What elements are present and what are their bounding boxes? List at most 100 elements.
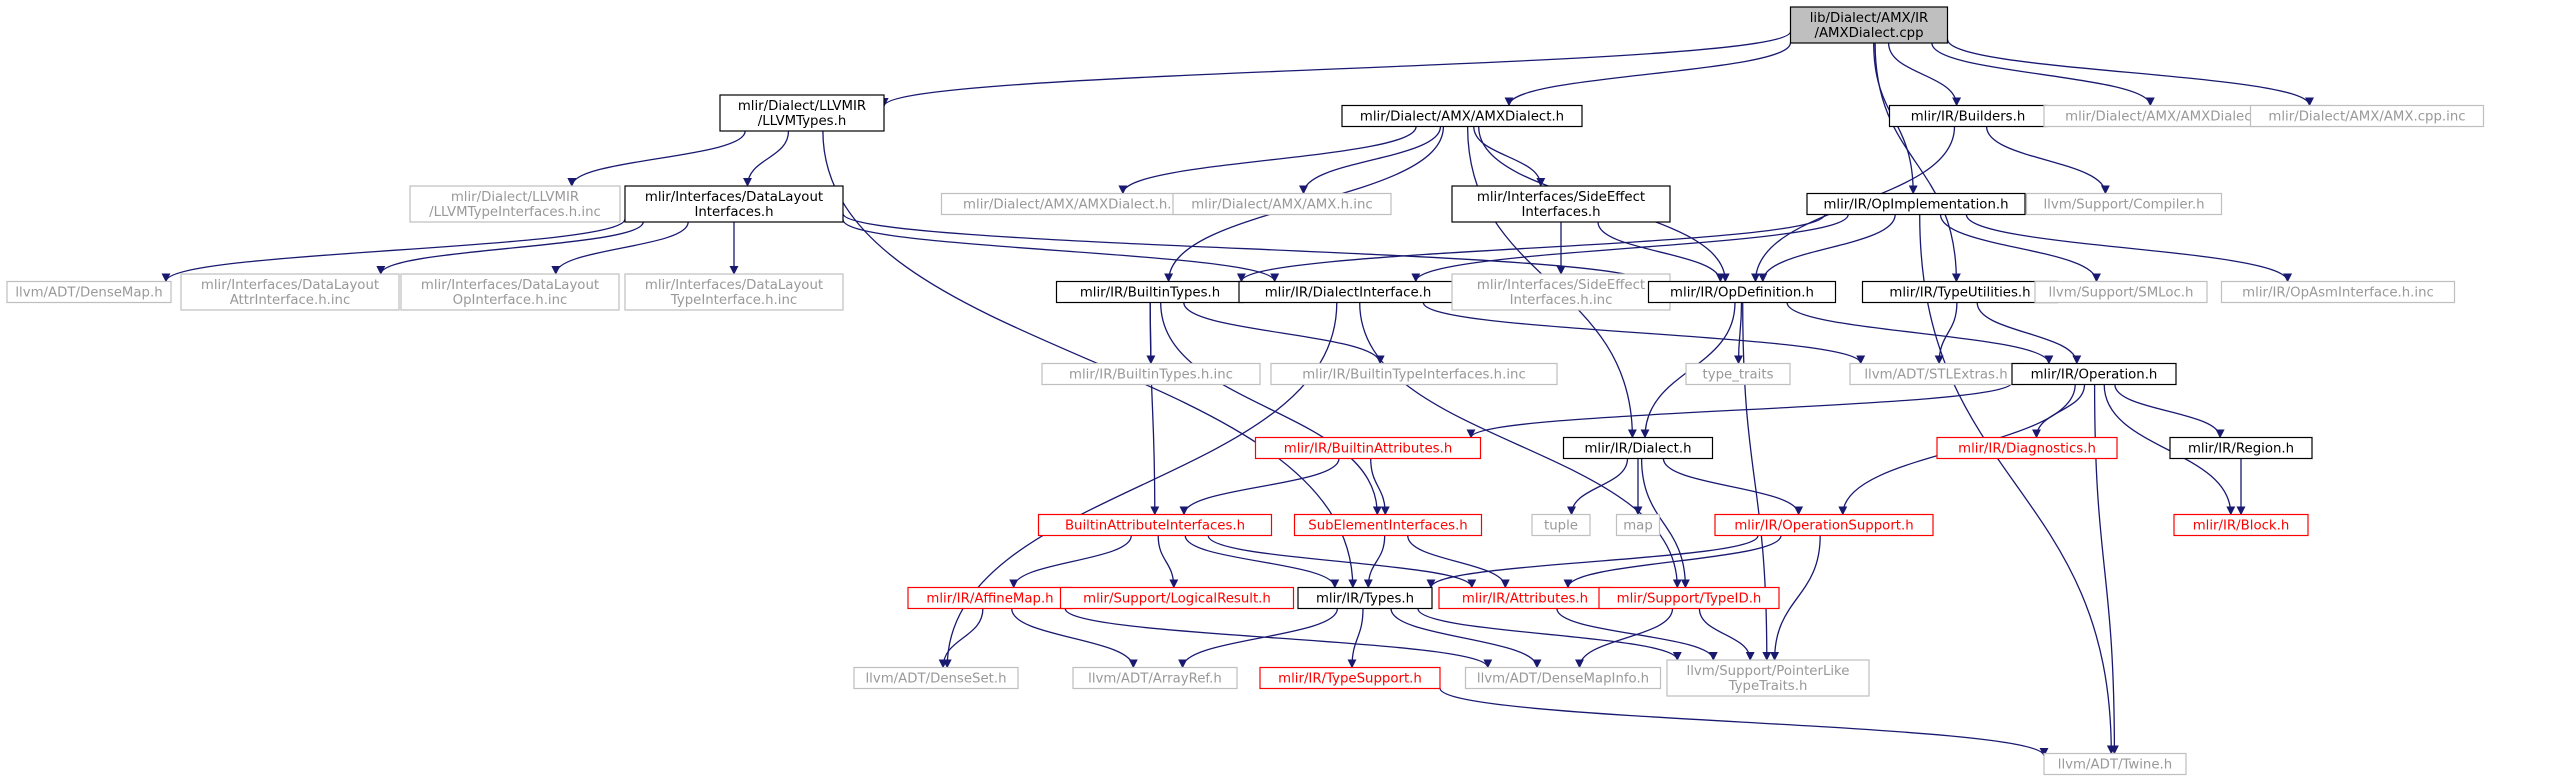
- node-dl_type_inc[interactable]: mlir/Interfaces/DataLayoutTypeInterface.…: [624, 273, 844, 311]
- node-box: [853, 666, 1019, 690]
- edge-attributes-to-pointerlike: [1556, 608, 1718, 661]
- node-typeid[interactable]: mlir/Support/TypeID.h: [1598, 586, 1780, 610]
- node-twine[interactable]: llvm/ADT/Twine.h: [2043, 752, 2187, 776]
- node-label: TypeInterface.h.inc: [670, 293, 797, 308]
- node-diagnostics[interactable]: mlir/IR/Diagnostics.h: [1936, 436, 2118, 460]
- node-subelement[interactable]: SubElementInterfaces.h: [1293, 513, 1483, 537]
- node-dl_op_inc[interactable]: mlir/Interfaces/DataLayoutOpInterface.h.…: [400, 273, 620, 311]
- node-opdefinition[interactable]: mlir/IR/OpDefinition.h: [1647, 280, 1837, 304]
- node-label: mlir/IR/Builders.h: [1911, 110, 2026, 125]
- edge-builtinattrinterfaces-to-logicalresult: [1157, 535, 1179, 589]
- edges-layer: [161, 30, 2314, 757]
- node-opasm_inc[interactable]: mlir/IR/OpAsmInterface.h.inc: [2220, 280, 2456, 304]
- node-box: [2025, 192, 2223, 216]
- node-label: llvm/ADT/Twine.h: [2058, 758, 2172, 773]
- node-box: [1685, 362, 1791, 386]
- node-amx_h_inc[interactable]: mlir/Dialect/AMX/AMX.h.inc: [1172, 192, 1392, 216]
- node-builtinattributes[interactable]: mlir/IR/BuiltinAttributes.h: [1254, 436, 1482, 460]
- node-amxdialect_h[interactable]: mlir/Dialect/AMX/AMXDialect.h: [1341, 104, 1583, 128]
- node-denseset[interactable]: llvm/ADT/DenseSet.h: [853, 666, 1019, 690]
- node-label: llvm/Support/PointerLike: [1687, 664, 1850, 679]
- node-typesupport[interactable]: mlir/IR/TypeSupport.h: [1259, 666, 1441, 690]
- node-llvmtypeinterfaces[interactable]: mlir/Dialect/LLVMIR/LLVMTypeInterfaces.h…: [409, 185, 621, 223]
- node-box: [1259, 666, 1441, 690]
- node-label: BuiltinAttributeInterfaces.h: [1065, 519, 1245, 534]
- node-box: [1037, 513, 1273, 537]
- edge-builtinattrinterfaces-to-affinemap: [1009, 535, 1132, 589]
- node-dl_attr_inc[interactable]: mlir/Interfaces/DataLayoutAttrInterface.…: [180, 273, 400, 311]
- node-box: [1647, 280, 1837, 304]
- node-dialect[interactable]: mlir/IR/Dialect.h: [1562, 436, 1714, 460]
- edge-operation-to-block: [2103, 384, 2236, 516]
- node-root[interactable]: lib/Dialect/AMX/IR/AMXDialect.cpp: [1789, 6, 1949, 44]
- node-amxdialect_h_inc[interactable]: mlir/Dialect/AMX/AMXDialect.h.inc: [940, 192, 1214, 216]
- edge-amxdialect_h-to-sideeffect: [1473, 126, 1546, 187]
- node-label: Interfaces.h.inc: [1510, 293, 1613, 308]
- node-dialectinterface[interactable]: mlir/IR/DialectInterface.h: [1238, 280, 1458, 304]
- node-label: mlir/IR/BuiltinAttributes.h: [1284, 442, 1453, 457]
- node-label: mlir/Dialect/AMX/AMXDialect.cpp.inc: [2065, 110, 2309, 125]
- node-builtintypeinterfaces_inc[interactable]: mlir/IR/BuiltinTypeInterfaces.h.inc: [1270, 362, 1558, 386]
- edge-opimpl-to-opasm_inc: [1965, 214, 2293, 283]
- node-tuple[interactable]: tuple: [1531, 513, 1591, 537]
- edge-operation-to-diagnostics: [2031, 384, 2086, 439]
- node-label: mlir/IR/Types.h: [1316, 592, 1414, 607]
- node-box: [624, 273, 844, 311]
- node-label: mlir/Interfaces/DataLayout: [645, 190, 823, 205]
- node-box: [1598, 586, 1780, 610]
- edge-root-to-llvmtypes: [879, 30, 1792, 108]
- node-box: [1059, 586, 1295, 610]
- node-compiler[interactable]: llvm/Support/Compiler.h: [2025, 192, 2223, 216]
- edge-typeid-to-densemapinfo: [1574, 608, 1674, 669]
- node-label: mlir/IR/Diagnostics.h: [1958, 442, 2096, 457]
- node-opsupport[interactable]: mlir/IR/OperationSupport.h: [1714, 513, 1934, 537]
- node-label: llvm/ADT/STLExtras.h: [1864, 368, 2007, 383]
- node-amx_cpp_inc[interactable]: mlir/Dialect/AMX/AMX.cpp.inc: [2249, 104, 2485, 128]
- node-typeutilities[interactable]: mlir/IR/TypeUtilities.h: [1861, 280, 2059, 304]
- node-box: [180, 273, 400, 311]
- node-region[interactable]: mlir/IR/Region.h: [2169, 436, 2313, 460]
- node-block[interactable]: mlir/IR/Block.h: [2173, 513, 2309, 537]
- edge-builtinattributes-to-builtinattrinterfaces: [1179, 458, 1340, 516]
- node-stlextras[interactable]: llvm/ADT/STLExtras.h: [1849, 362, 2023, 386]
- node-operation[interactable]: mlir/IR/Operation.h: [2011, 362, 2177, 386]
- node-box: [1297, 586, 1433, 610]
- node-label: mlir/IR/Attributes.h: [1462, 592, 1588, 607]
- node-map[interactable]: map: [1615, 513, 1661, 537]
- node-box: [2034, 280, 2208, 304]
- node-llvmtypes[interactable]: mlir/Dialect/LLVMIR/LLVMTypes.h: [719, 94, 885, 132]
- node-types[interactable]: mlir/IR/Types.h: [1297, 586, 1433, 610]
- node-logicalresult[interactable]: mlir/Support/LogicalResult.h: [1059, 586, 1295, 610]
- node-smloc[interactable]: llvm/Support/SMLoc.h: [2034, 280, 2208, 304]
- node-type_traits[interactable]: type_traits: [1685, 362, 1791, 386]
- node-label: llvm/ADT/ArrayRef.h: [1088, 672, 1222, 687]
- node-box: [1270, 362, 1558, 386]
- node-arrayref[interactable]: llvm/ADT/ArrayRef.h: [1072, 666, 1238, 690]
- node-attributes[interactable]: mlir/IR/Attributes.h: [1438, 586, 1612, 610]
- node-se_inc[interactable]: mlir/Interfaces/SideEffectInterfaces.h.i…: [1451, 273, 1671, 311]
- node-builtintypes[interactable]: mlir/IR/BuiltinTypes.h: [1055, 280, 1245, 304]
- node-densemap[interactable]: llvm/ADT/DenseMap.h: [6, 280, 172, 304]
- node-builtinattrinterfaces[interactable]: BuiltinAttributeInterfaces.h: [1037, 513, 1273, 537]
- node-densemapinfo[interactable]: llvm/ADT/DenseMapInfo.h: [1464, 666, 1662, 690]
- node-label: llvm/ADT/DenseMapInfo.h: [1477, 672, 1649, 687]
- node-box: [1254, 436, 1482, 460]
- edge-affinemap-to-arrayref: [1011, 608, 1138, 669]
- node-builders[interactable]: mlir/IR/Builders.h: [1888, 104, 2048, 128]
- edge-llvmtypes-to-datalayout: [742, 130, 790, 187]
- node-box: [2169, 436, 2313, 460]
- node-affinemap[interactable]: mlir/IR/AffineMap.h: [907, 586, 1073, 610]
- edge-builtinattrinterfaces-to-types: [1184, 535, 1340, 589]
- node-box: [1293, 513, 1483, 537]
- node-box: [719, 94, 885, 132]
- edge-datalayout-to-dl_op_inc: [551, 221, 689, 275]
- edge-opimpl-to-twine: [1919, 214, 2116, 755]
- node-label: mlir/IR/BuiltinTypes.h.inc: [1069, 368, 1233, 383]
- node-builtintypes_inc[interactable]: mlir/IR/BuiltinTypes.h.inc: [1041, 362, 1261, 386]
- edge-builtintypes-to-builtintypeinterfaces_inc: [1183, 302, 1385, 365]
- node-opimpl[interactable]: mlir/IR/OpImplementation.h: [1806, 192, 2026, 216]
